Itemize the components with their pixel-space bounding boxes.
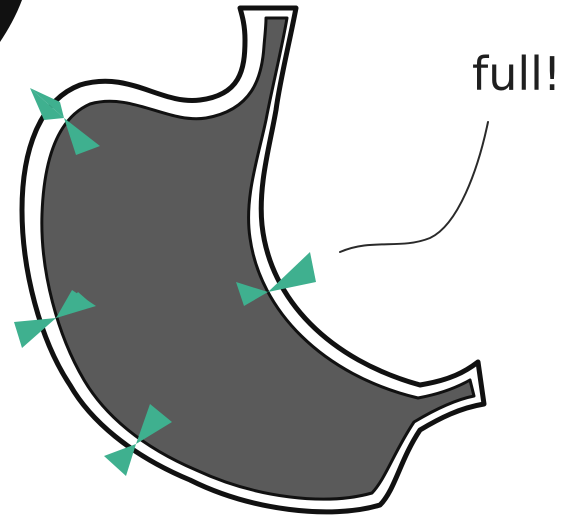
callout-text: full! (472, 47, 561, 101)
corner-blob (0, 0, 22, 42)
callout-leader-line (340, 122, 488, 252)
